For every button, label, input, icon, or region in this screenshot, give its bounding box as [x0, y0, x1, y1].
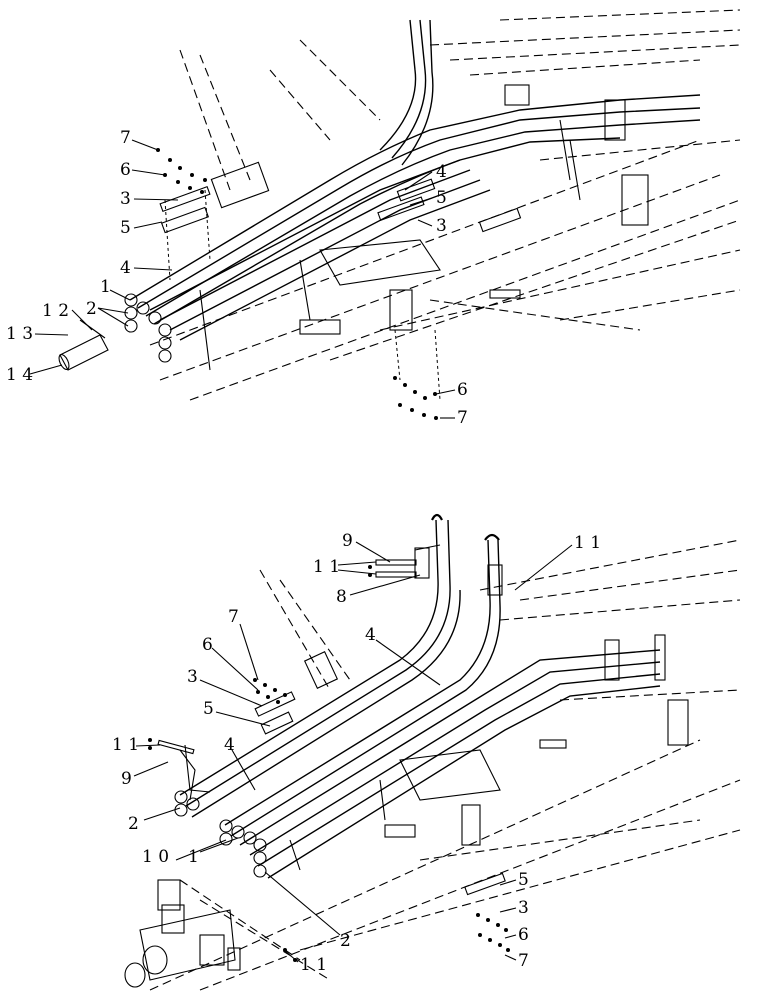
callout-9-left: 9	[121, 769, 132, 789]
callout-2: 2	[86, 299, 97, 319]
callout-3-right: 3	[518, 898, 529, 918]
callout-11-bottom: 1 1	[300, 955, 327, 975]
callout-5-right: 5	[518, 870, 529, 890]
callout-11: 1 1	[313, 557, 340, 577]
callout-2-bottom: 2	[340, 931, 351, 951]
callout-14: 1 4	[6, 365, 33, 385]
callout-1: 1	[188, 847, 199, 867]
callout-5-right: 5	[436, 188, 447, 208]
callout-4-center: 4	[365, 625, 376, 645]
bottom-assembly	[124, 513, 741, 991]
callout-11-top-right: 1 1	[574, 533, 601, 553]
hitch-assembly	[124, 879, 241, 988]
hardware-dots-top	[156, 148, 438, 420]
callout-4-right: 4	[436, 162, 447, 182]
callout-12: 1 2	[42, 301, 69, 321]
callouts-bottom: 9 1 1 8 1 1 7 6 3 5 4 1 1 9 4 2 1 0 1 2 …	[112, 531, 601, 975]
callout-6: 6	[202, 635, 213, 655]
callout-5: 5	[203, 699, 214, 719]
callout-7-right: 7	[518, 951, 529, 971]
top-assembly	[29, 9, 741, 420]
callout-6-right: 6	[457, 380, 468, 400]
hose-ends-left	[124, 293, 172, 363]
callout-2: 2	[128, 814, 139, 834]
callout-3: 3	[120, 189, 131, 209]
callout-3: 3	[187, 667, 198, 687]
callout-7: 7	[120, 128, 131, 148]
callout-9: 9	[342, 531, 353, 551]
callout-7: 7	[228, 607, 239, 627]
callout-13: 1 3	[6, 324, 33, 344]
callout-8: 8	[336, 587, 347, 607]
callout-3-right: 3	[436, 216, 447, 236]
callout-6-right: 6	[518, 925, 529, 945]
callouts-top: 7 6 3 5 4 1 1 2 2 1 3 1 4 4 5 3 6 7	[6, 128, 468, 428]
callout-10: 1 0	[142, 847, 169, 867]
callout-1: 1	[100, 277, 111, 297]
callout-11-left: 1 1	[112, 735, 139, 755]
callout-4-left: 4	[224, 735, 235, 755]
callout-6: 6	[120, 160, 131, 180]
hose-ends-bottom	[174, 790, 267, 878]
callout-4: 4	[120, 258, 131, 278]
callout-7-right: 7	[457, 408, 468, 428]
callout-5: 5	[120, 218, 131, 238]
